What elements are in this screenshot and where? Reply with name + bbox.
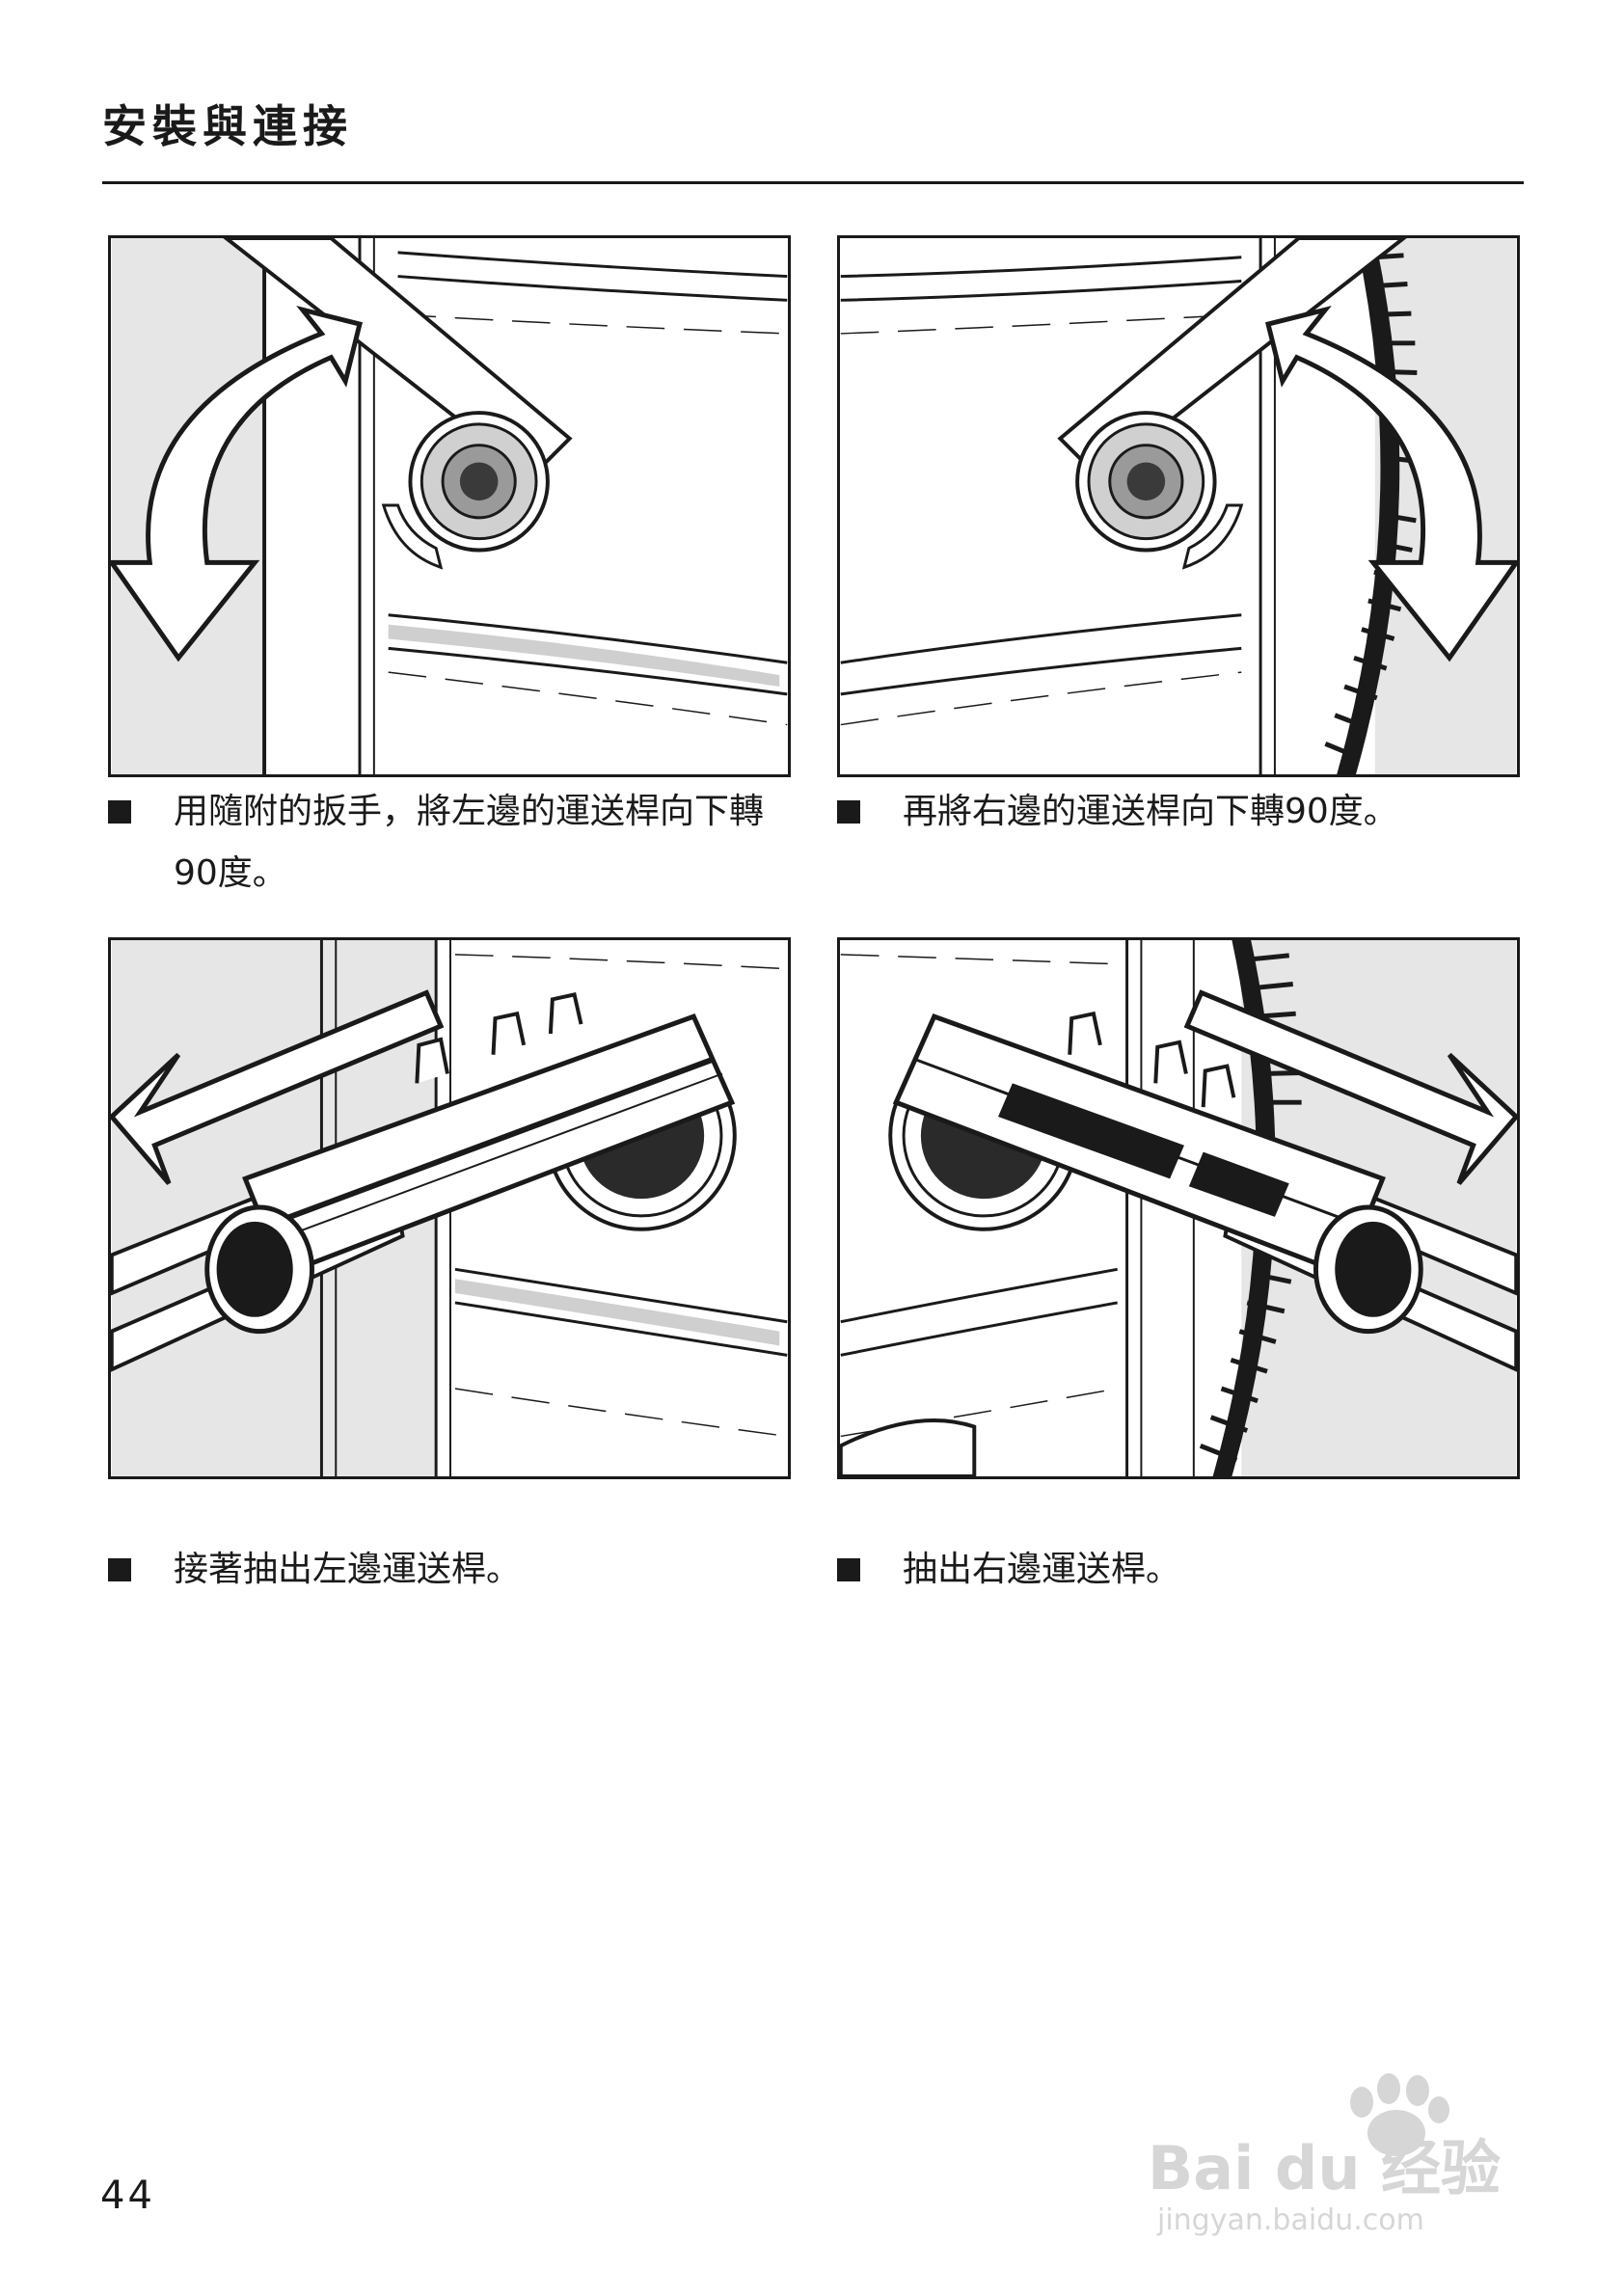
- baidu-paw-logo-icon: Bai du 经验 jingyan.baidu.com: [1148, 2073, 1501, 2237]
- step-4-caption: 抽出右邊運送桿。: [837, 1539, 1512, 1601]
- step-3-caption: 接著抽出左邊運送桿。: [108, 1539, 783, 1601]
- square-bullet-icon: [108, 1558, 131, 1581]
- rotate-right-bolt-drawing: [840, 238, 1517, 774]
- remove-right-bolt-drawing: [840, 940, 1517, 1476]
- title-divider: [102, 181, 1524, 184]
- rotate-left-bolt-drawing: [111, 238, 788, 774]
- step-3-text: 接著抽出左邊運送桿。: [174, 1550, 522, 1589]
- step-4-text: 抽出右邊運送桿。: [903, 1550, 1181, 1589]
- watermark-url: jingyan.baidu.com: [1156, 2203, 1424, 2237]
- watermark-brand: Bai du 经验: [1148, 2133, 1501, 2203]
- square-bullet-icon: [837, 1558, 860, 1581]
- step-2-caption: 再將右邊的運送桿向下轉90度。: [837, 781, 1512, 843]
- remove-left-bolt-drawing: [111, 940, 788, 1476]
- page-title: 安裝與連接: [102, 100, 353, 152]
- square-bullet-icon: [837, 800, 860, 824]
- step-2-text: 再將右邊的運送桿向下轉90度。: [903, 792, 1398, 831]
- baidu-jingyan-watermark: Bai du 经验 jingyan.baidu.com: [1138, 2064, 1543, 2237]
- illustration-rotate-right-bolt: [837, 235, 1520, 777]
- illustration-remove-right-bolt: [837, 937, 1520, 1479]
- square-bullet-icon: [108, 800, 131, 824]
- step-1-text: 用隨附的扳手，將左邊的運送桿向下轉90度。: [174, 792, 765, 893]
- step-1-caption: 用隨附的扳手，將左邊的運送桿向下轉90度。: [108, 781, 783, 905]
- illustration-remove-left-bolt: [108, 937, 791, 1479]
- illustration-rotate-left-bolt: [108, 235, 791, 777]
- page-number: 44: [100, 2174, 155, 2218]
